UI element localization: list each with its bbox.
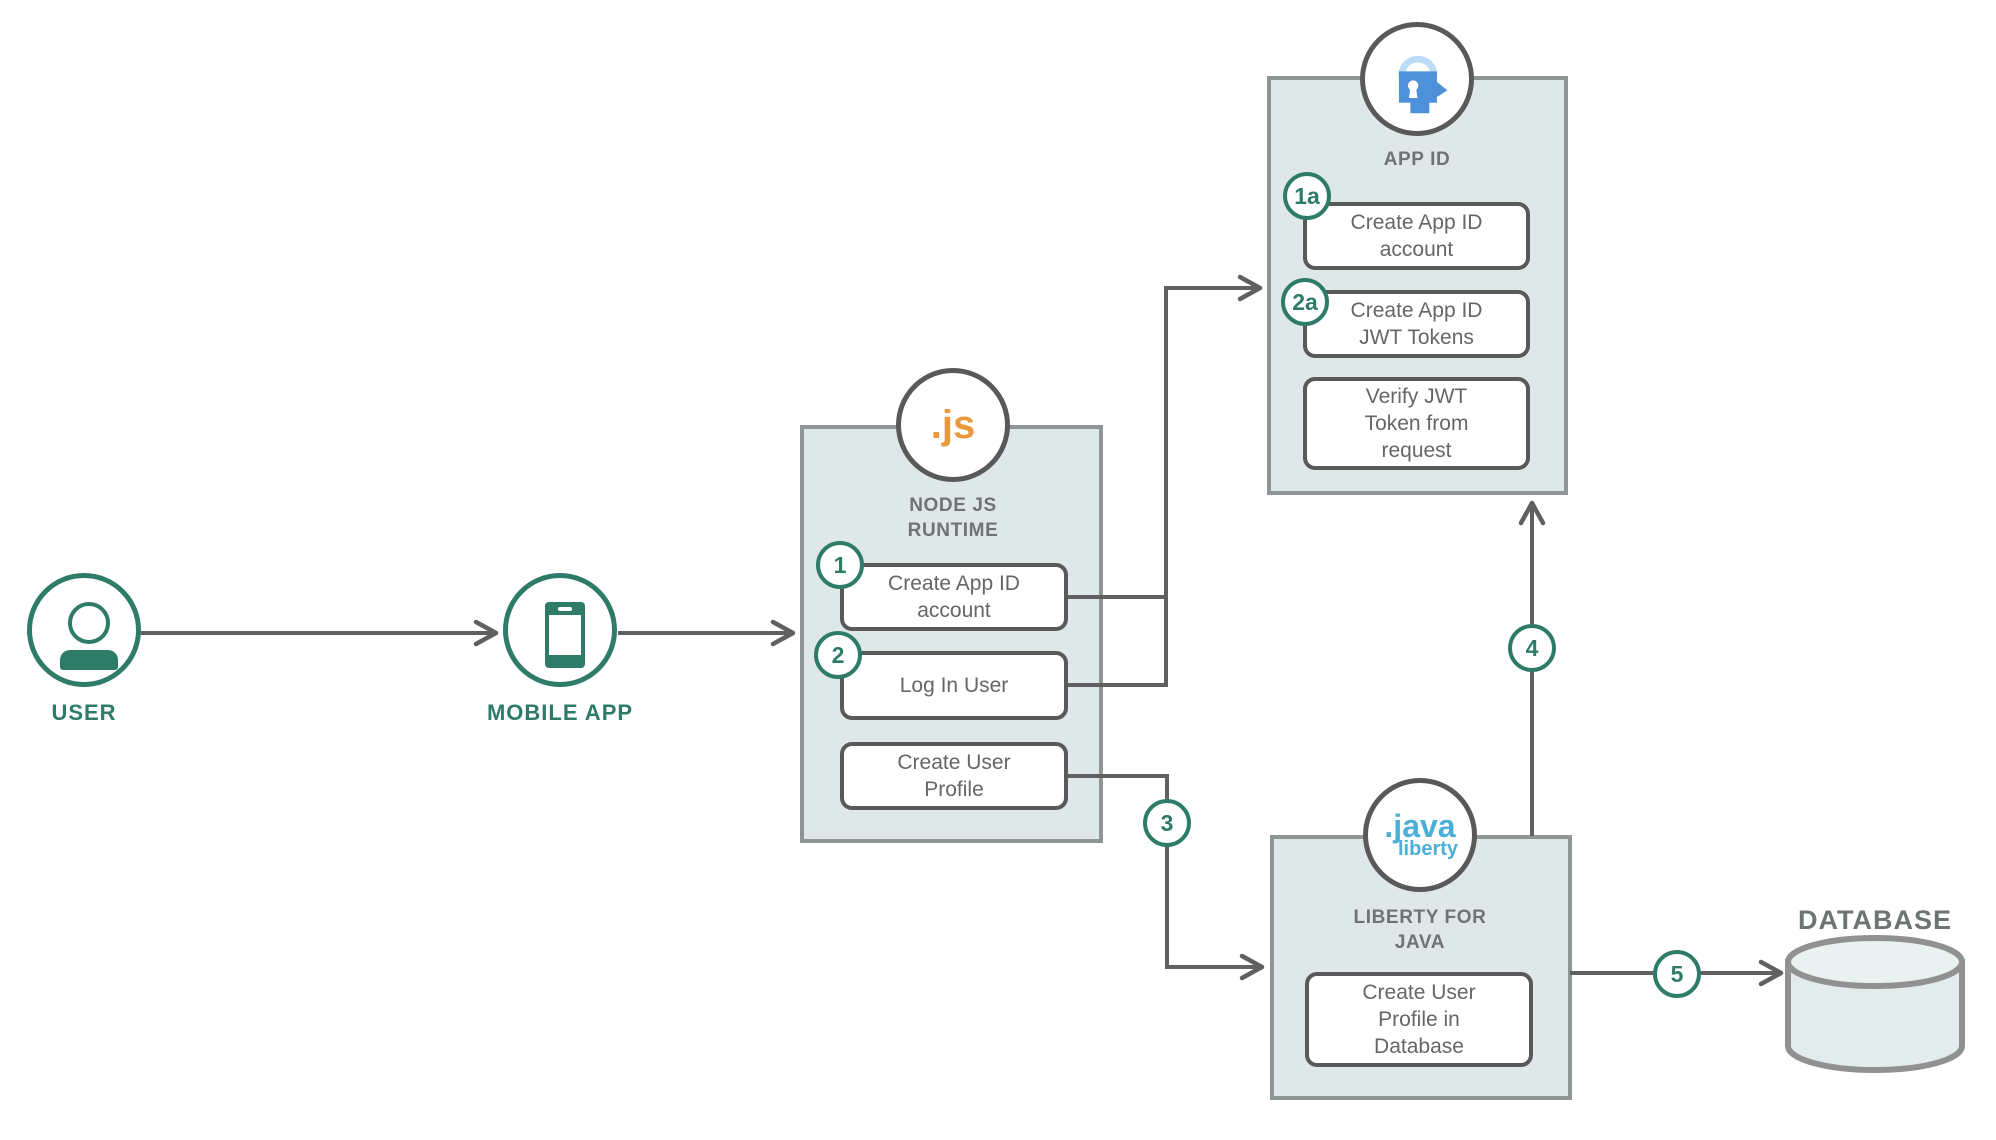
app-id-node xyxy=(1360,22,1474,136)
database-cylinder-icon xyxy=(1785,935,1965,1073)
java-liberty-icon: .java liberty xyxy=(1384,807,1459,861)
task-create-user-profile-db: Create User Profile in Database xyxy=(1305,972,1533,1067)
step-badge-2a: 2a xyxy=(1281,278,1329,326)
nodejs-icon: .js xyxy=(896,368,1010,482)
mobile-app-node xyxy=(503,573,617,687)
task-create-jwt-tokens: Create App ID JWT Tokens xyxy=(1303,290,1530,358)
task-create-appid-account-service: Create App ID account xyxy=(1303,202,1530,270)
step-badge-1a: 1a xyxy=(1283,172,1331,220)
arrow-task3-to-liberty xyxy=(1068,774,1265,981)
user-label: USER xyxy=(51,700,117,725)
step-badge-1: 1 xyxy=(816,541,864,589)
arrow-task2-to-appid xyxy=(1068,274,1263,687)
liberty-node: .java liberty xyxy=(1363,778,1477,892)
user-node xyxy=(27,573,141,687)
phone-icon xyxy=(545,602,585,668)
step-badge-2: 2 xyxy=(814,631,862,679)
node-runtime-label: NODE JS RUNTIME xyxy=(907,495,999,542)
step-badge-5: 5 xyxy=(1653,950,1701,998)
task-verify-jwt-token: Verify JWT Token from request xyxy=(1303,377,1530,470)
task-create-user-profile: Create User Profile xyxy=(840,742,1068,810)
nodejs-icon-text: .js xyxy=(930,402,976,447)
task-log-in-user: Log In User xyxy=(840,651,1068,720)
step-badge-3: 3 xyxy=(1143,799,1191,847)
database-label: DATABASE xyxy=(1798,905,1952,935)
step-badge-4: 4 xyxy=(1508,624,1556,672)
liberty-label: LIBERTY FOR JAVA xyxy=(1353,907,1487,954)
app-id-label: APP ID xyxy=(1383,149,1451,170)
lock-head-icon xyxy=(1398,55,1448,114)
mobile-app-label: MOBILE APP xyxy=(486,700,634,725)
person-icon xyxy=(32,578,136,682)
task-create-appid-account: Create App ID account xyxy=(840,563,1068,631)
